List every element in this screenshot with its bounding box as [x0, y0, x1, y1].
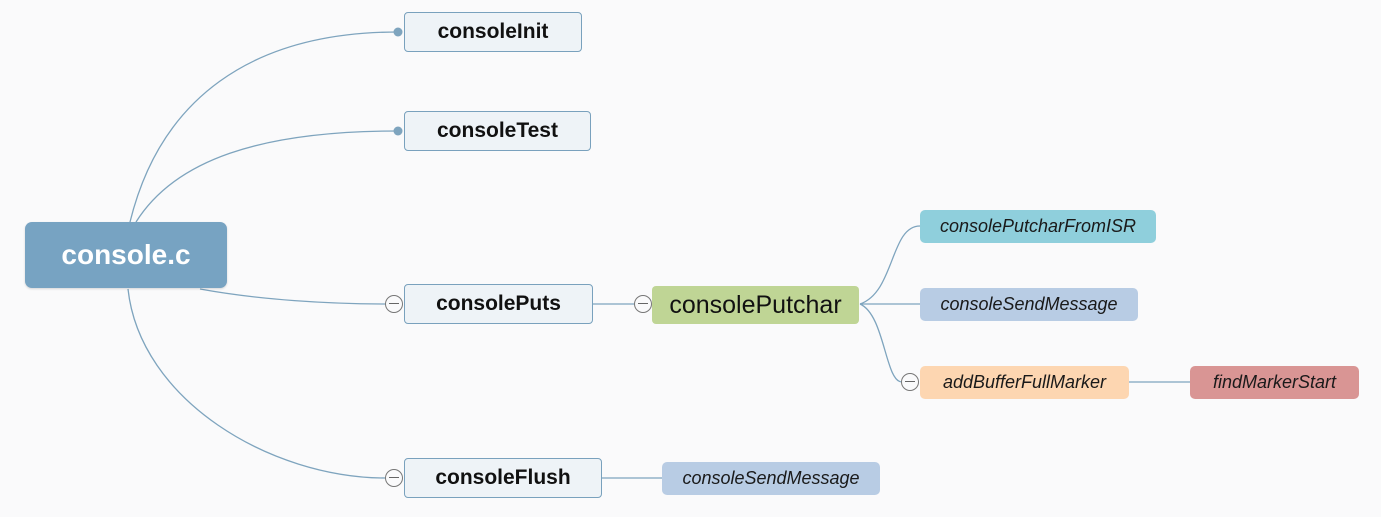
root-node-label: console.c	[61, 239, 191, 270]
node-findmarkerstart-label: findMarkerStart	[1212, 372, 1337, 392]
link-putchar-marker	[859, 303, 903, 383]
node-consoletest[interactable]: consoleTest	[404, 111, 591, 151]
node-consolesendmessage-flush[interactable]: consoleSendMessage	[662, 462, 880, 495]
node-consoleputchar-label: consolePutchar	[669, 290, 842, 319]
node-consoleputs[interactable]: consolePuts	[404, 284, 593, 324]
collapse-toggle-addbufferfullmarker[interactable]	[901, 373, 919, 391]
link-root-consoletest	[135, 130, 399, 223]
node-consoleflush[interactable]: consoleFlush	[404, 458, 602, 498]
node-consoleinit[interactable]: consoleInit	[404, 12, 582, 52]
collapse-toggle-consoleputs[interactable]	[385, 295, 403, 313]
connector-dot-consoleinit	[393, 27, 403, 37]
collapse-toggle-consoleputchar[interactable]	[634, 295, 652, 313]
node-consoleputs-label: consolePuts	[436, 292, 561, 315]
node-consoleputcharfromisr-label: consolePutcharFromISR	[939, 216, 1137, 236]
link-root-consoleinit	[129, 31, 399, 223]
node-consoleputcharfromisr[interactable]: consolePutcharFromISR	[920, 210, 1156, 243]
node-consolesendmessage-putchar[interactable]: consoleSendMessage	[920, 288, 1138, 321]
root-node-console-c[interactable]: console.c	[25, 222, 227, 288]
node-addbufferfullmarker[interactable]: addBufferFullMarker	[920, 366, 1129, 399]
link-root-consoleflush	[127, 288, 387, 479]
node-consoleputchar[interactable]: consolePutchar	[652, 286, 859, 324]
node-consoleinit-label: consoleInit	[437, 20, 549, 43]
node-consolesendmessage-flush-label: consoleSendMessage	[682, 468, 860, 488]
link-putchar-isr	[859, 225, 921, 305]
collapse-toggle-consoleflush[interactable]	[385, 469, 403, 487]
node-consoletest-label: consoleTest	[437, 119, 558, 142]
connector-dot-consoletest	[393, 126, 403, 136]
node-consolesendmessage-putchar-label: consoleSendMessage	[940, 294, 1118, 314]
link-root-consoleputs	[199, 288, 387, 305]
node-consoleflush-label: consoleFlush	[435, 466, 571, 489]
node-addbufferfullmarker-label: addBufferFullMarker	[942, 372, 1107, 392]
node-findmarkerstart[interactable]: findMarkerStart	[1190, 366, 1359, 399]
